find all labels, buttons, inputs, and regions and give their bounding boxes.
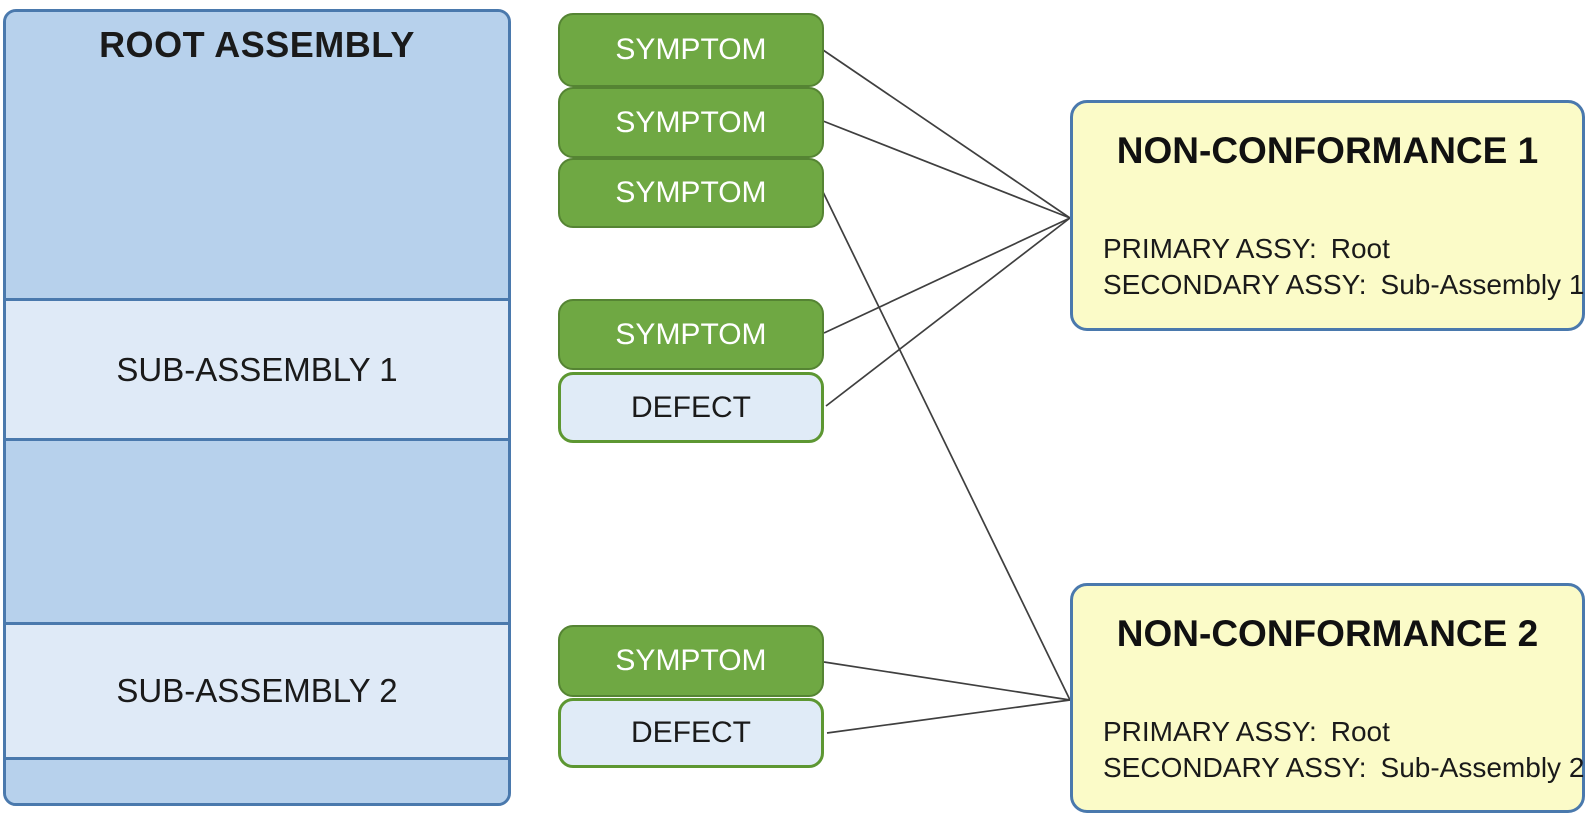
connector-symptom-3-to-nonconformance-2: [822, 191, 1071, 701]
nc1-secondary-assy-value: Sub-Assembly 1: [1380, 269, 1585, 300]
non-conformance-2-box: NON-CONFORMANCE 2 PRIMARY ASSY: Root SECO…: [1070, 583, 1585, 813]
nc2-primary-assy-row: PRIMARY ASSY: Root: [1103, 714, 1568, 750]
connector-defect-1-to-nonconformance-1: [825, 217, 1071, 407]
non-conformance-1-body: PRIMARY ASSY: Root SECONDARY ASSY: Sub-Ass…: [1103, 231, 1584, 303]
symptom-node-3: SYMPTOM: [558, 158, 824, 228]
defect-node-2: DEFECT: [558, 698, 824, 768]
connector-defect-2-to-nonconformance-2: [826, 699, 1071, 734]
assembly-bottom-section: [6, 760, 508, 803]
symptom-node-1: SYMPTOM: [558, 13, 824, 87]
nc1-secondary-assy-label: SECONDARY ASSY:: [1103, 269, 1367, 300]
symptom-node-4: SYMPTOM: [558, 299, 824, 370]
sub-assembly-1-label: SUB-ASSEMBLY 1: [116, 350, 398, 388]
nc2-primary-assy-value: Root: [1330, 716, 1390, 747]
connector-symptom-5-to-nonconformance-2: [823, 661, 1071, 701]
root-assembly-title: ROOT ASSEMBLY: [99, 24, 415, 65]
connector-symptom-2-to-nonconformance-1: [822, 120, 1071, 219]
symptom-node-5: SYMPTOM: [558, 625, 824, 697]
connector-symptom-1-to-nonconformance-1: [822, 49, 1071, 219]
non-conformance-2-title: NON-CONFORMANCE 2: [1116, 613, 1539, 654]
nc1-primary-assy-label: PRIMARY ASSY:: [1103, 233, 1317, 264]
assembly-spacer-section: [6, 441, 508, 622]
connector-symptom-4-to-nonconformance-1: [823, 217, 1071, 334]
symptom-node-2: SYMPTOM: [558, 87, 824, 158]
root-assembly-section: ROOT ASSEMBLY: [6, 12, 508, 298]
nc2-primary-assy-label: PRIMARY ASSY:: [1103, 716, 1317, 747]
non-conformance-1-title: NON-CONFORMANCE 1: [1116, 130, 1539, 171]
non-conformance-1-box: NON-CONFORMANCE 1 PRIMARY ASSY: Root SECO…: [1070, 100, 1585, 331]
sub-assembly-2-label: SUB-ASSEMBLY 2: [116, 672, 398, 709]
sub-assembly-1-section: SUB-ASSEMBLY 1: [6, 298, 508, 441]
nc2-secondary-assy-value: Sub-Assembly 2: [1380, 752, 1585, 783]
nc2-secondary-assy-row: SECONDARY ASSY: Sub-Assembly 2: [1103, 750, 1584, 786]
nc1-secondary-assy-row: SECONDARY ASSY: Sub-Assembly 1: [1103, 267, 1584, 303]
nc1-primary-assy-row: PRIMARY ASSY: Root: [1103, 231, 1568, 267]
nc2-secondary-assy-label: SECONDARY ASSY:: [1103, 752, 1367, 783]
sub-assembly-2-section: SUB-ASSEMBLY 2: [6, 622, 508, 760]
defect-node-1: DEFECT: [558, 372, 824, 443]
nc1-primary-assy-value: Root: [1330, 233, 1390, 264]
root-assembly-box: ROOT ASSEMBLY SUB-ASSEMBLY 1 SUB-ASSEMBL…: [3, 9, 511, 806]
non-conformance-2-body: PRIMARY ASSY: Root SECONDARY ASSY: Sub-Ass…: [1103, 714, 1584, 786]
